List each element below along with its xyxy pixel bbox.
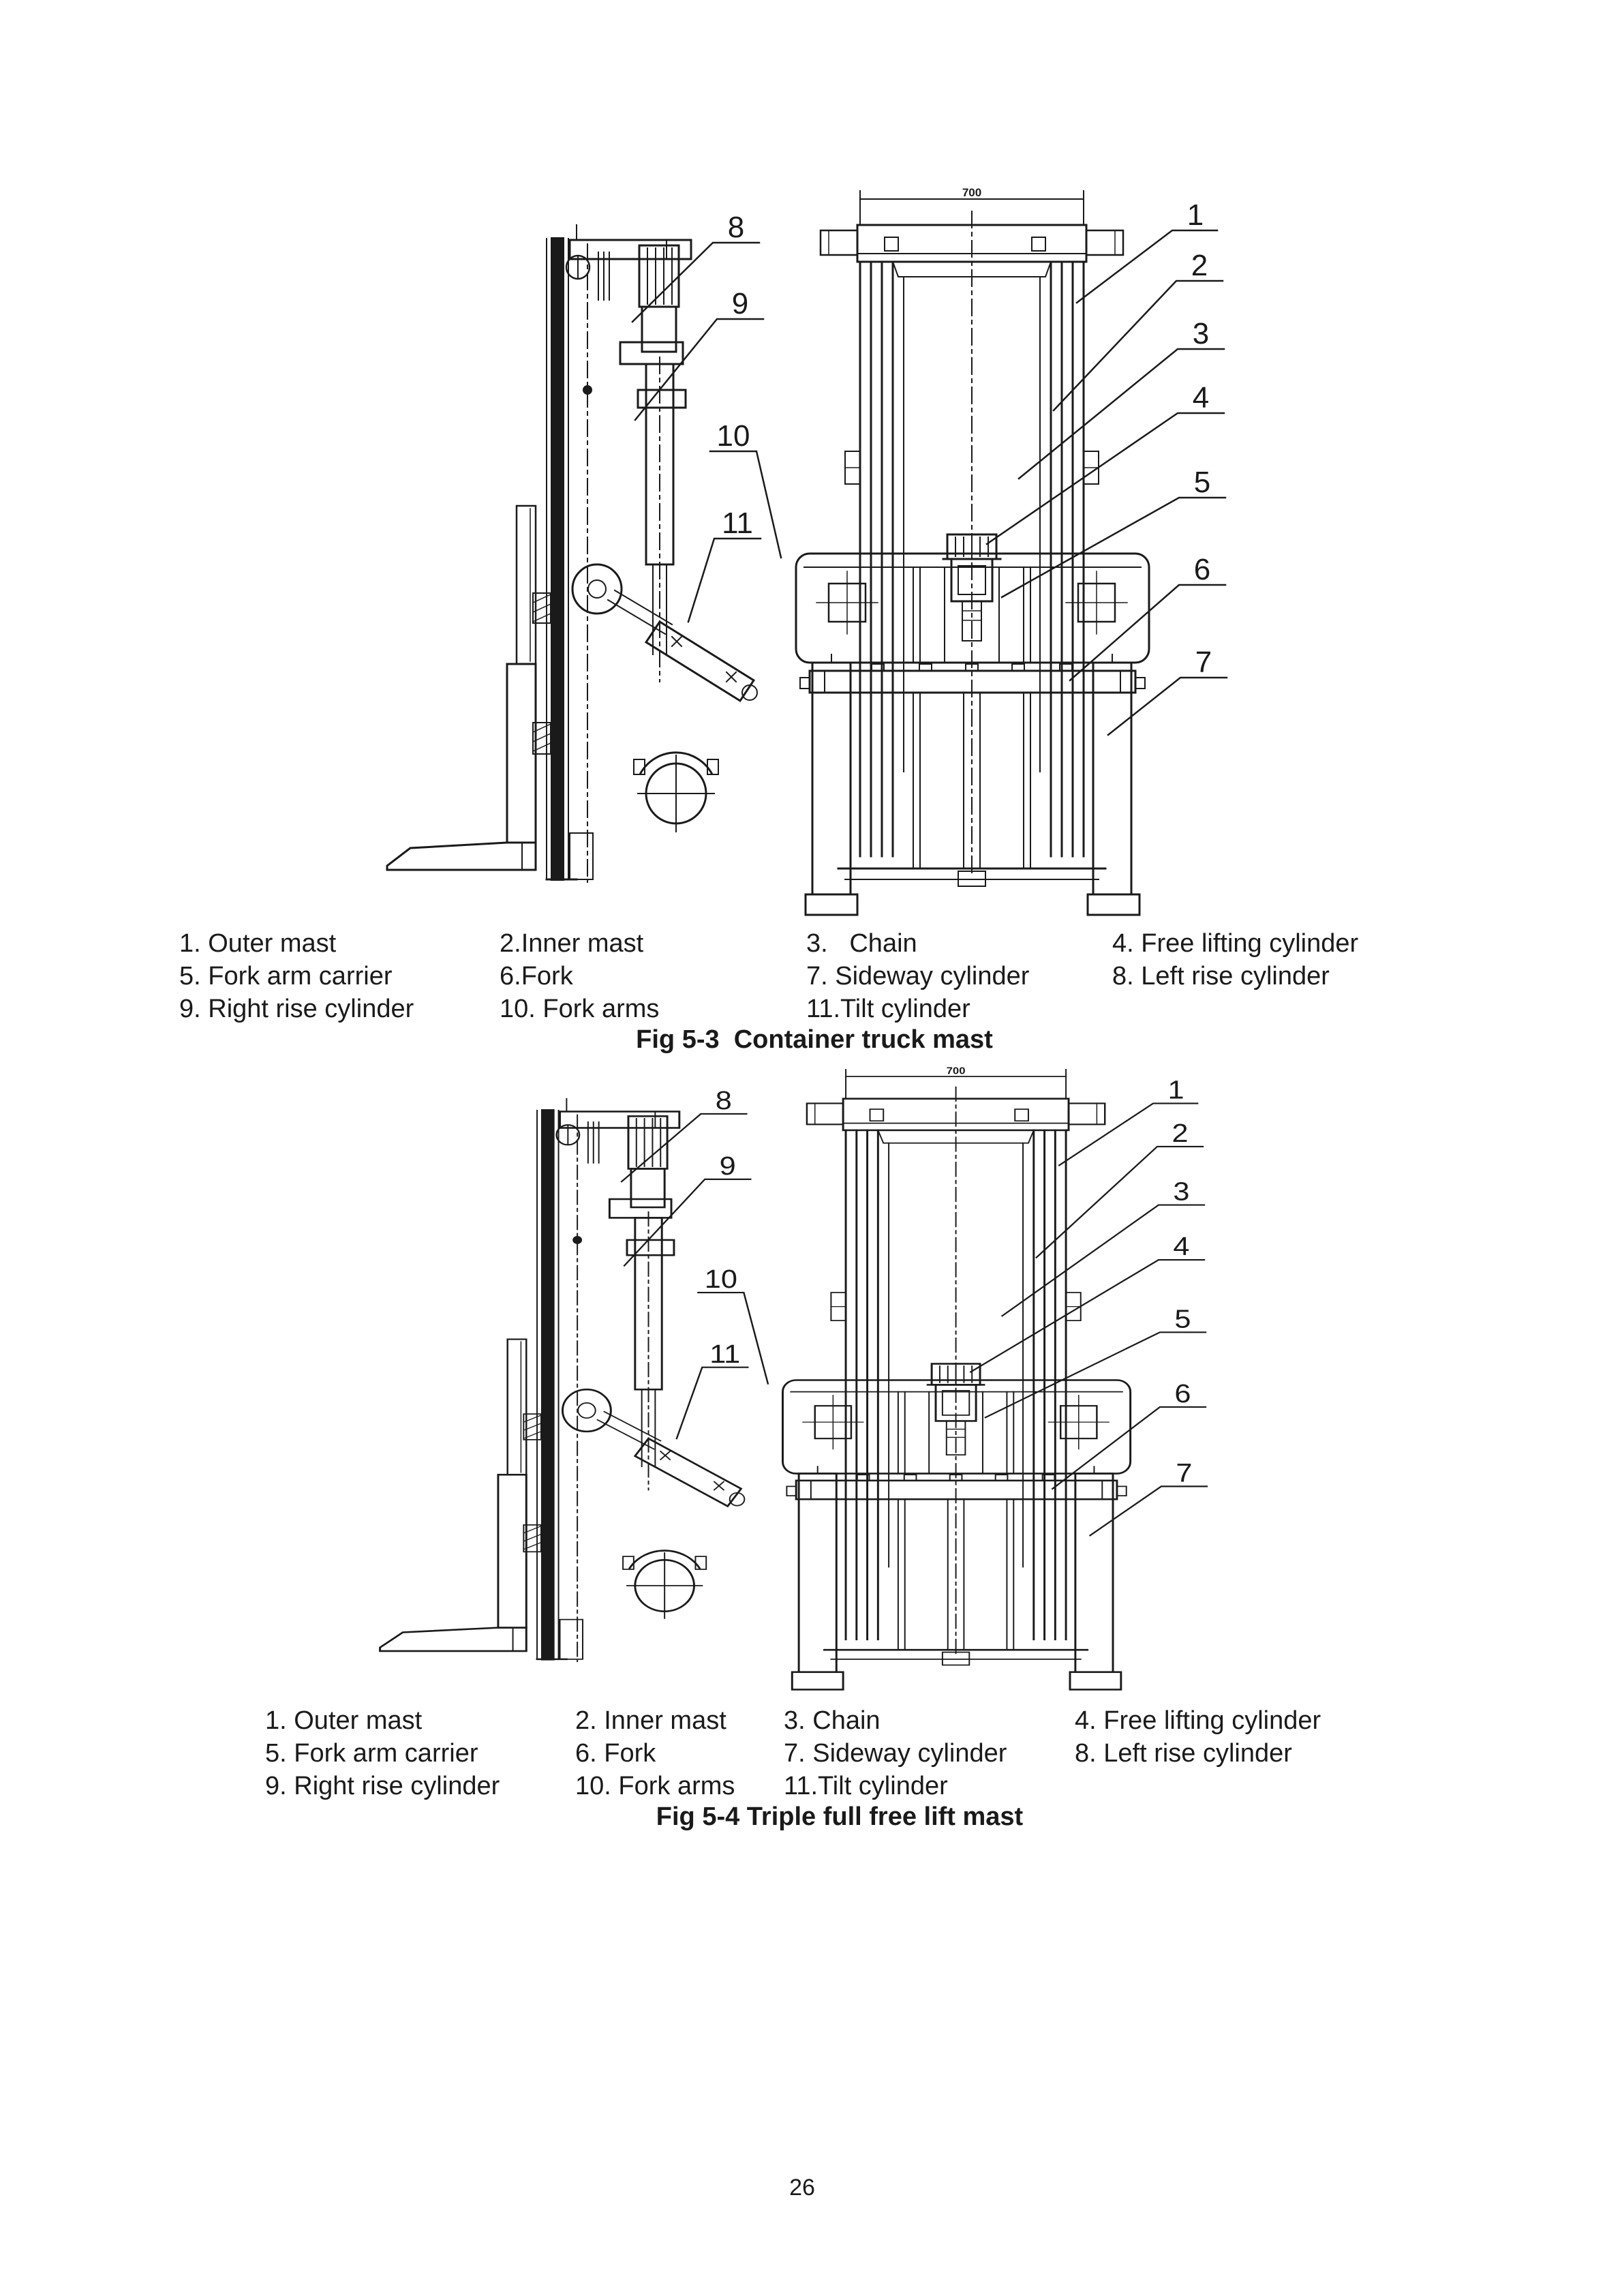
- legend-item: 5. Fork arm carrier: [179, 962, 393, 991]
- legend-item: 9. Right rise cylinder: [179, 995, 414, 1023]
- page-number: 26: [789, 2175, 815, 2201]
- legend-item: 1. Outer mast: [179, 929, 337, 958]
- legend-item: 9. Right rise cylinder: [265, 1772, 500, 1800]
- legend-item: 11.Tilt cylinder: [806, 995, 970, 1023]
- legend-item: 7. Sideway cylinder: [784, 1739, 1007, 1768]
- legend-item: 2.Inner mast: [500, 929, 644, 958]
- legend-item: 11.Tilt cylinder: [784, 1772, 948, 1800]
- legend-item: 2. Inner mast: [575, 1706, 726, 1735]
- fig-5-4-caption: Fig 5-4 Triple full free lift mast: [656, 1802, 1024, 1831]
- figure-5-4-drawing: [379, 1065, 1208, 1691]
- legend-item: 10. Fork arms: [575, 1772, 735, 1800]
- legend-item: 3. Chain: [806, 929, 917, 958]
- legend-item: 6.Fork: [500, 962, 573, 991]
- legend-item: 1. Outer mast: [265, 1706, 423, 1735]
- legend-item: 4. Free lifting cylinder: [1075, 1706, 1321, 1735]
- legend-item: 3. Chain: [784, 1706, 881, 1735]
- legend-item: 7. Sideway cylinder: [806, 962, 1030, 991]
- legend-item: 6. Fork: [575, 1739, 656, 1768]
- legend-item: 8. Left rise cylinder: [1075, 1739, 1292, 1768]
- legend-item: 5. Fork arm carrier: [265, 1739, 478, 1768]
- legend-item: 10. Fork arms: [500, 995, 660, 1023]
- legend-item: 4. Free lifting cylinder: [1112, 929, 1359, 958]
- fig-5-3-caption: Fig 5-3 Container truck mast: [636, 1025, 993, 1054]
- figure-5-3-drawing: 700: [386, 185, 1228, 916]
- legend-item: 8. Left rise cylinder: [1112, 962, 1330, 991]
